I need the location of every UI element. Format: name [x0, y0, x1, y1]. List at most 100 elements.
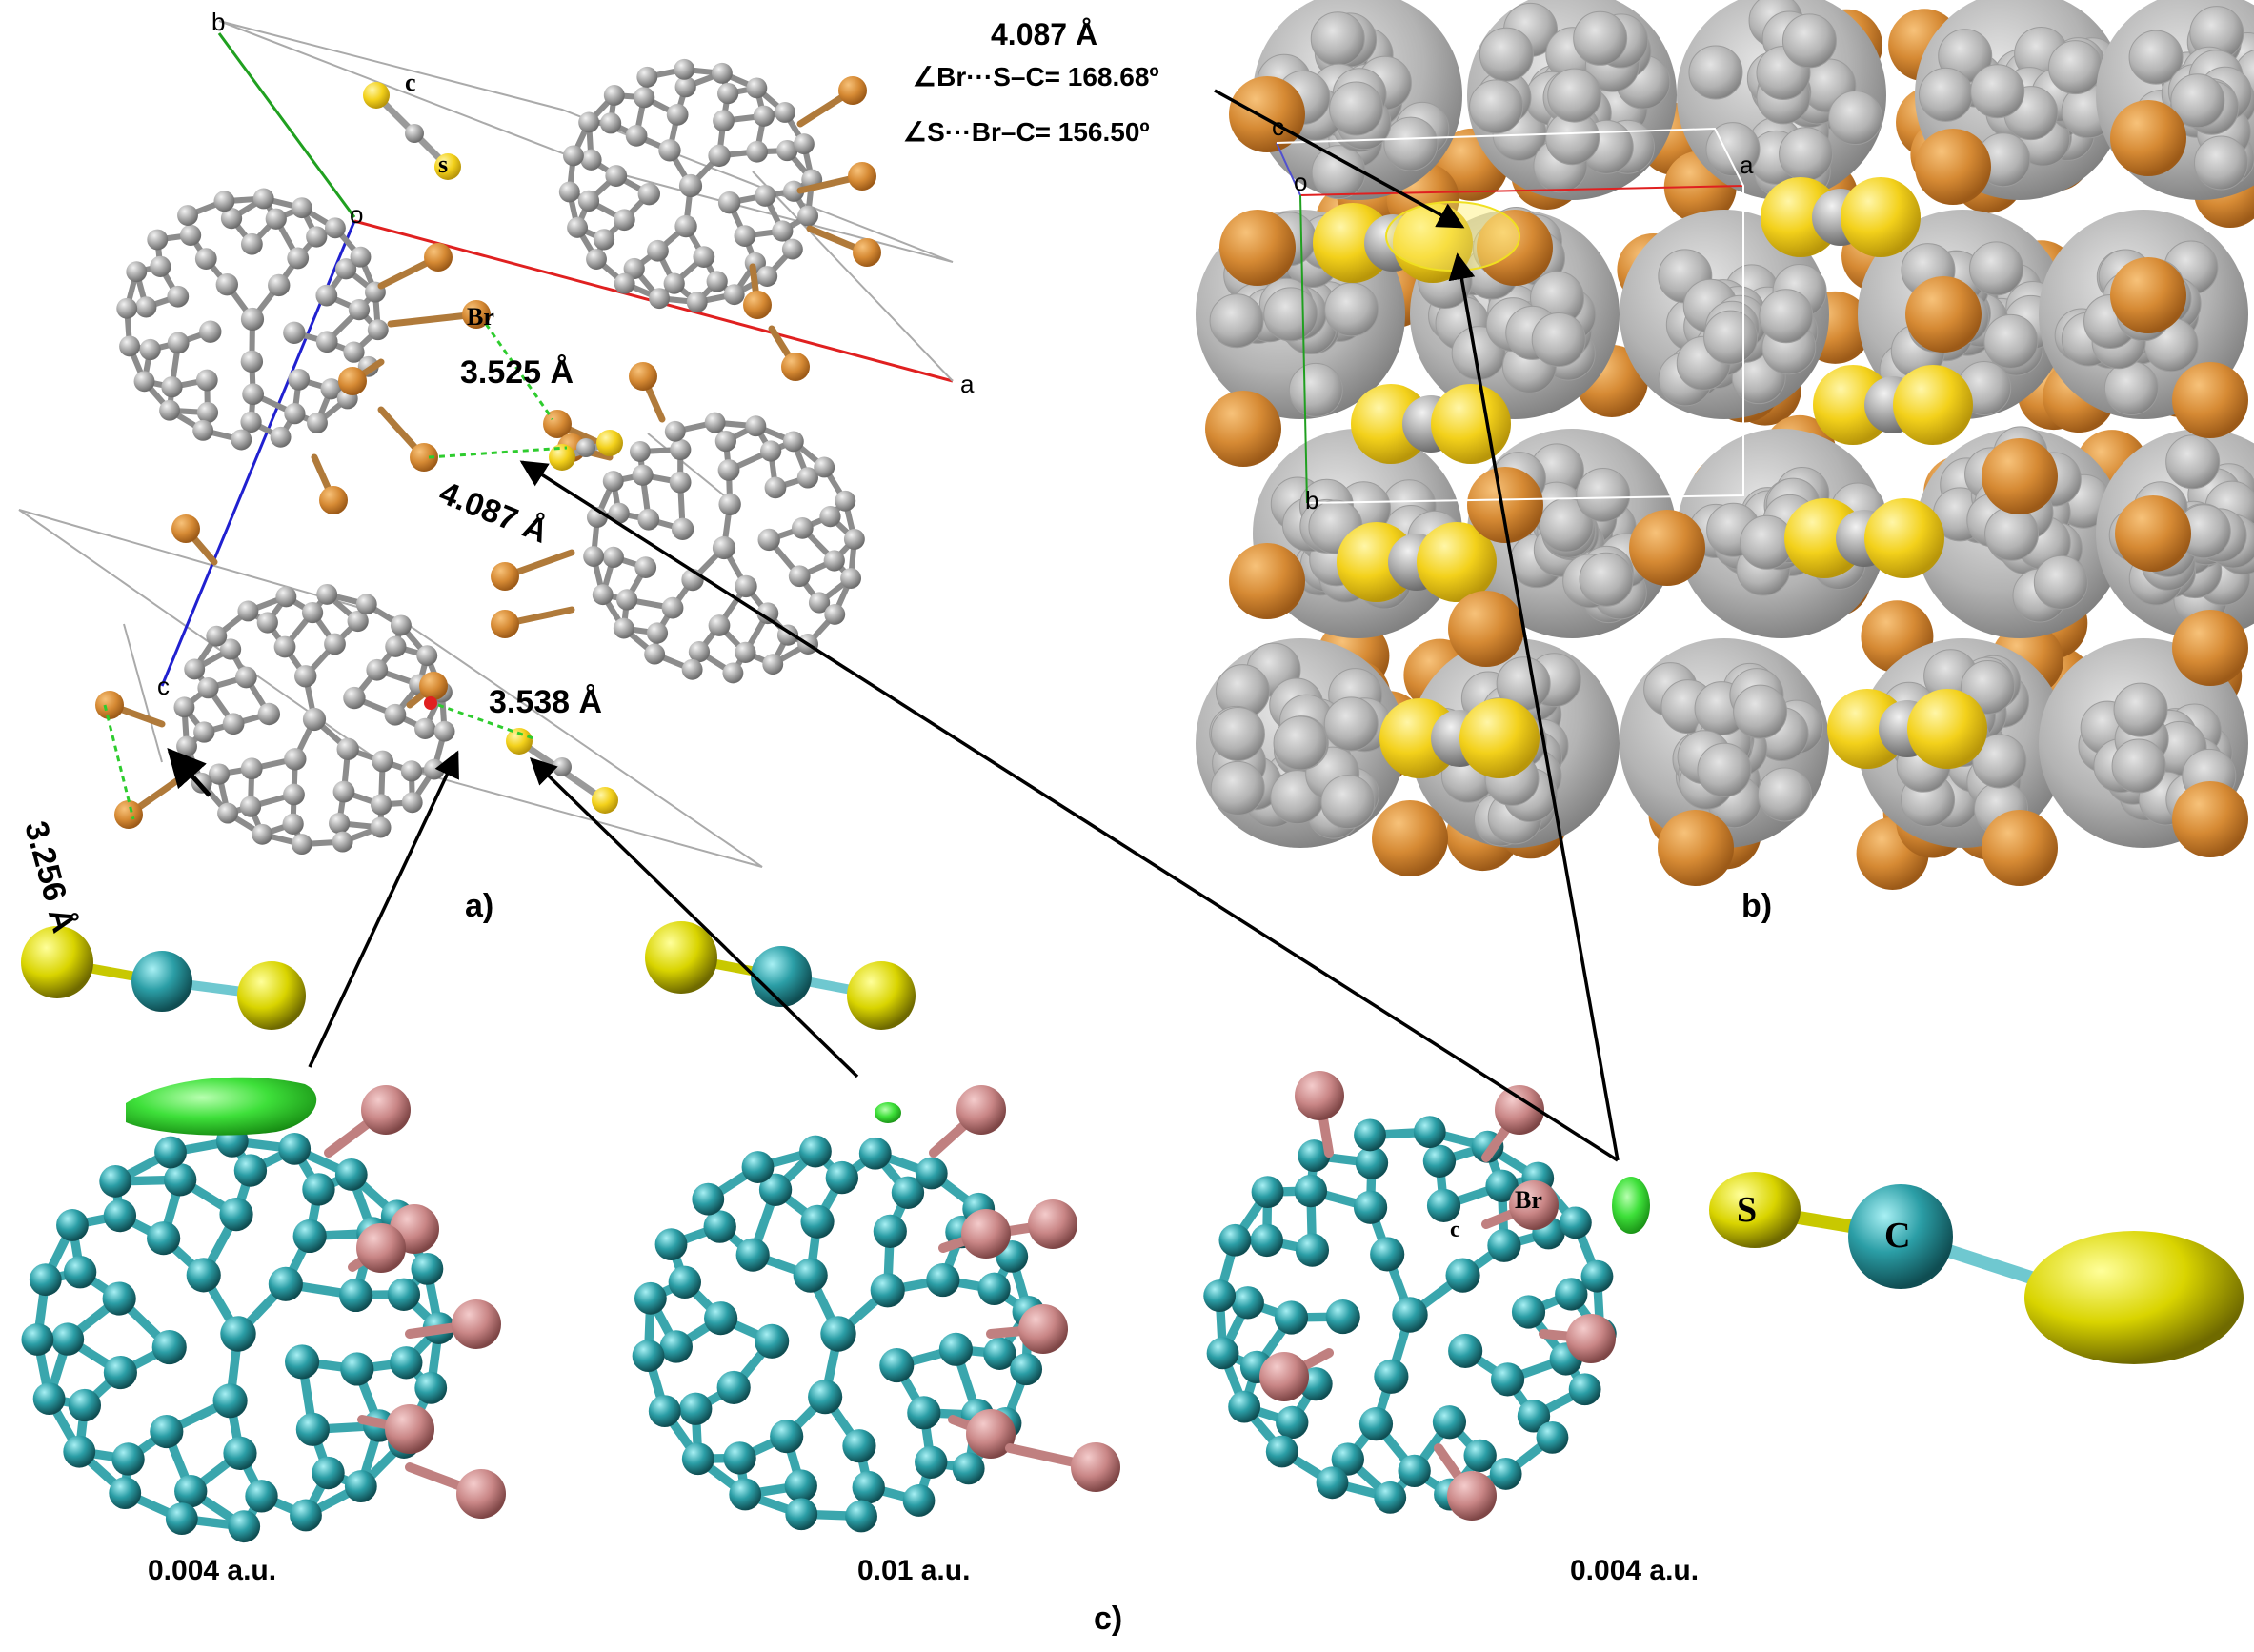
carbon-atom [208, 763, 231, 785]
carbon-atom [713, 110, 735, 132]
carbon-atom [1325, 1299, 1360, 1335]
sulfur-sphere [1417, 522, 1497, 602]
carbon-atom [755, 1323, 790, 1359]
carbon-atom [1274, 1300, 1309, 1335]
carbon-atom [599, 112, 622, 134]
sulfur-atom [596, 430, 623, 456]
carbon-atom [270, 426, 292, 448]
carbon-atom [1485, 1169, 1519, 1202]
carbon-atom [347, 610, 369, 633]
carbon-atom [56, 1209, 89, 1241]
cs2-space-filling [1827, 689, 1987, 769]
bromine-sphere [1229, 76, 1305, 152]
carbon-atom [350, 246, 372, 268]
carbon-atom [240, 307, 265, 332]
bromine-sphere [2115, 495, 2191, 572]
carbon-atom [176, 735, 197, 757]
carbon-atom [649, 288, 671, 310]
carbon-atom [329, 812, 351, 835]
carbon-atom [245, 1480, 278, 1513]
carbon-atom [150, 255, 171, 277]
cs2-molecule-c-1 [21, 926, 306, 1030]
fullerene-c-3 [1203, 1116, 1617, 1514]
carbon-atom [703, 1210, 736, 1243]
carbon-atom [670, 438, 692, 461]
bromine-atom [114, 800, 143, 829]
arrow-nci-3-to-b [1448, 252, 1620, 1161]
isovalue-3: 0.004 a.u. [1570, 1555, 1700, 1586]
carbon-atom [301, 601, 324, 624]
carbon-atom [384, 703, 407, 726]
carbon-atom [764, 476, 787, 499]
carbon-atom [165, 1502, 198, 1536]
carbon-atom [233, 1154, 268, 1187]
carbon-atom [614, 272, 635, 294]
carbon-atom [717, 191, 741, 214]
carbon-atom [348, 298, 371, 321]
bromine-atom [171, 514, 200, 543]
carbon-atom [416, 645, 438, 667]
carbon-atom [219, 1198, 253, 1232]
carbon-atom [307, 413, 328, 433]
carbon-atom [411, 1252, 444, 1285]
carbon-atom [746, 77, 768, 99]
carbon-atom [370, 794, 392, 816]
carbon-atom [714, 430, 736, 453]
carbon-atom [602, 546, 624, 569]
carbon-atom [1463, 1439, 1497, 1473]
carbon-atom [343, 686, 366, 710]
carbon-atom [275, 586, 297, 608]
carbon-atom [718, 493, 741, 515]
fullerene-a-3 [173, 583, 455, 856]
carbon-atom [843, 529, 865, 550]
nci-surface-3 [1612, 1177, 1650, 1234]
bromine-atom [629, 362, 657, 391]
carbon-atom [316, 583, 338, 605]
bromine-atom [356, 1223, 406, 1273]
carbon-atom [796, 467, 819, 489]
bromine-atom [1259, 1352, 1309, 1401]
axis-a-label-b: a [1740, 151, 1754, 179]
carbon-atom [625, 125, 648, 147]
bromine-atom [338, 367, 367, 395]
carbon-atom [315, 331, 338, 353]
carbon-atom [605, 165, 628, 187]
carbon-atom [174, 1474, 208, 1508]
carbon-atom [334, 258, 357, 280]
carbon-atom [29, 1263, 62, 1297]
carbon-atom [320, 378, 342, 400]
bromine-atom [838, 76, 867, 105]
carbon-atom [1231, 1286, 1264, 1320]
axis-o-label-b: o [1294, 168, 1308, 196]
carbon-atom [785, 1498, 818, 1531]
carbon-atom [793, 1258, 828, 1293]
carbon-atom [268, 1266, 303, 1301]
carbon-atom [717, 82, 739, 105]
carbon-atom [711, 62, 733, 84]
carbon-atom [414, 717, 436, 739]
carbon-atom [629, 441, 651, 462]
carbon-atom [674, 58, 695, 80]
carbon-atom [139, 338, 161, 361]
carbon-atom [760, 440, 782, 462]
cs2-space-filling [1784, 498, 1944, 578]
panel-a-crystal-packing [18, 20, 954, 868]
carbon-atom [938, 1332, 973, 1366]
carbon-atom [577, 190, 600, 212]
fullerene-space-filling [1196, 638, 1405, 848]
carbon-atom [681, 1442, 714, 1476]
distance-br-br-top: 3.525 Å [460, 354, 574, 391]
carbon-atom [659, 1330, 693, 1363]
carbon-atom [1489, 1457, 1522, 1490]
panel-b-space-filling [1196, 0, 2254, 890]
carbon-atom [722, 662, 744, 684]
carbon-atom [68, 1388, 102, 1422]
pointer-arrows [308, 89, 1620, 1162]
carbon-atom [674, 76, 696, 98]
bromine-atom [462, 300, 491, 329]
bromine-atom [543, 410, 572, 438]
carbon-atom [355, 594, 377, 615]
carbon-atom [776, 139, 798, 162]
carbon-atom [753, 105, 775, 127]
carbon-atom [231, 429, 252, 451]
